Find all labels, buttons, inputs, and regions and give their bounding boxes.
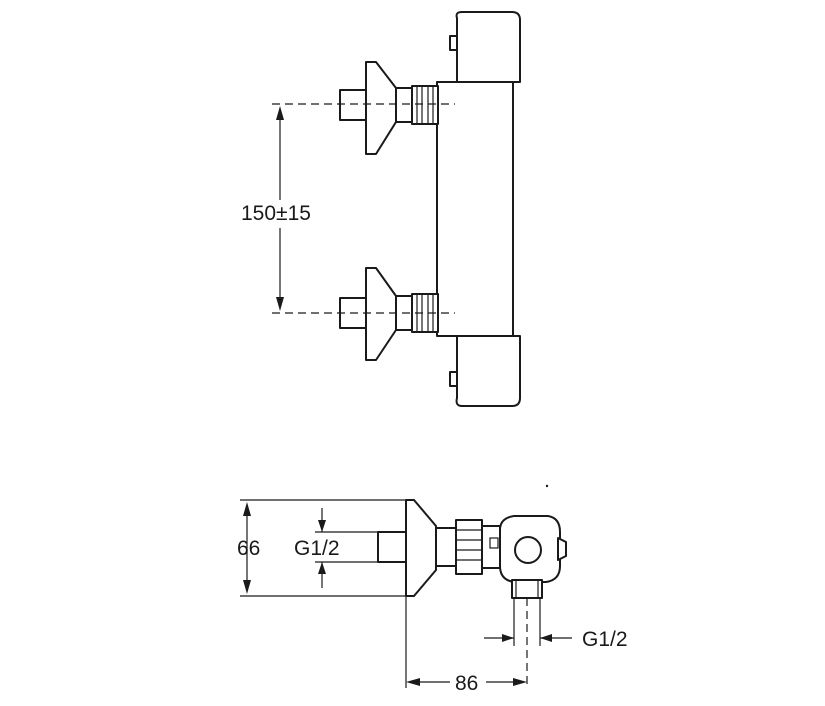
dimension-outlet-thread: G1/2 bbox=[484, 628, 628, 651]
outlet-thread-label: G1/2 bbox=[582, 628, 628, 651]
wall-flange bbox=[405, 499, 437, 597]
dimension-inlet-spacing: 150±15 bbox=[241, 106, 311, 311]
dimension-height: 66 bbox=[237, 502, 260, 594]
valve-port bbox=[514, 536, 542, 564]
dimension-depth: 86 bbox=[406, 672, 527, 695]
marker-dot bbox=[545, 484, 549, 488]
upper-inlet-connector bbox=[339, 61, 439, 155]
side-view: 66 G1/2 G1/2 bbox=[237, 484, 628, 695]
lower-inlet-connector bbox=[339, 267, 439, 361]
inlet-stub bbox=[377, 531, 407, 563]
valve-body bbox=[436, 11, 521, 407]
dimension-inlet-thread: G1/2 bbox=[294, 508, 378, 588]
height-label: 66 bbox=[237, 537, 260, 560]
inlet-thread-label: G1/2 bbox=[294, 537, 340, 560]
inlet-spacing-label: 150±15 bbox=[241, 202, 311, 225]
side-valve-body bbox=[499, 515, 567, 599]
depth-label: 86 bbox=[455, 672, 478, 695]
side-connector bbox=[435, 519, 501, 575]
front-view: 150±15 bbox=[241, 11, 521, 407]
